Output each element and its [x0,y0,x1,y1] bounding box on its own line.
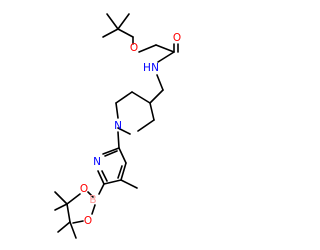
amide-nitrogen-label: N [151,62,159,74]
bond [66,193,81,205]
carbonyl-oxygen-label: O [173,32,181,44]
bond [103,179,122,185]
bond [137,119,155,132]
ester-oxygen-top-label: O [80,183,88,195]
bond [97,170,105,185]
ester-oxygen-bottom-label: O [84,215,92,227]
bond [156,74,164,91]
bond [155,44,175,53]
bond [118,147,127,164]
bond [69,221,77,239]
bond [106,13,119,30]
bond [87,191,94,198]
bond [117,165,123,179]
bond [72,220,84,224]
bond [131,91,151,104]
bond [149,102,155,121]
ether-amide-chain [132,36,179,91]
bond [138,44,157,53]
bond [115,102,119,119]
bond [102,28,119,38]
bond [101,170,108,182]
bond [149,89,164,104]
bond [117,13,130,30]
molecule-structure: O O N H N N B O O [54,13,181,239]
amide-hydrogen-label: H [143,62,151,74]
ether-oxygen-label: O [130,42,138,54]
bond [91,204,96,215]
pinacol-boronate [54,183,105,239]
bond [98,183,105,195]
bond [54,191,68,205]
bond [57,221,71,233]
bond [120,179,138,189]
bond [157,51,175,63]
bond [54,203,68,211]
piperidine-nitrogen-label: N [114,120,122,132]
bond [102,147,120,155]
bond [104,150,118,157]
boron-label: B [89,194,96,206]
bond [66,203,71,223]
pyridine-nitrogen-label: N [93,156,101,168]
bond [117,127,131,135]
piperidine-ring [115,89,164,135]
tert-butyl-group [102,13,134,38]
bond [117,28,134,38]
pyridine-ring [97,147,127,185]
bond [115,91,133,104]
bond [120,162,127,181]
bond [117,131,120,149]
